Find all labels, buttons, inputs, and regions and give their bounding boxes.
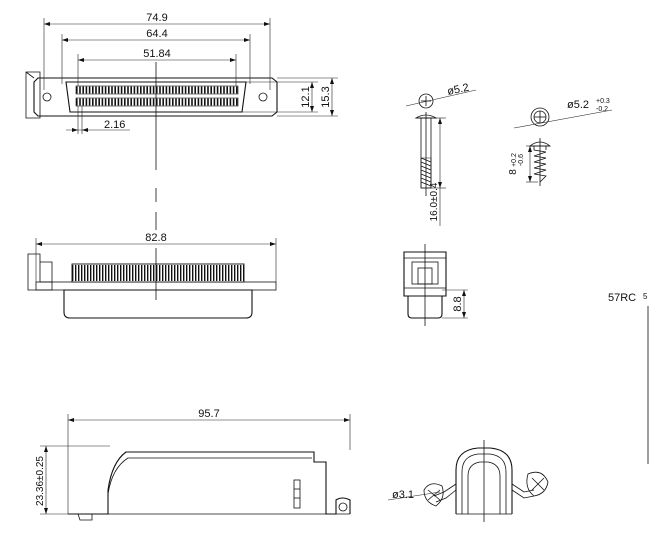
side-bracket [27,253,53,291]
latch-slot [293,479,301,509]
screw-small-dim-length: 16.0±0.4 [429,182,440,221]
dim-line-screw-small-head [405,89,477,107]
end-view: 8.8 [403,244,468,326]
front-dim-shell-height: 12.1 [300,86,312,107]
screw-small-head-top [418,93,434,109]
clip-screw-left [423,483,444,507]
front-dim-flange-height: 15.3 [320,86,332,107]
end-body [403,251,447,297]
latch-view: 95.7 23.36±0.25 [35,408,351,521]
dim-line-clip-hole [387,491,441,501]
front-view: 74.9 64.4 51.84 2.16 12.1 15.3 [25,12,338,230]
dim-line-screw-large-head [513,109,613,129]
latch-hole [338,502,348,512]
screw-large-head-top [530,107,550,127]
screw-large: ø5.2 +0.3 -0.2 8 +0.2 -0.6 [508,98,613,186]
front-mount-hole-right [258,92,268,102]
front-dim-pitch: 2.16 [104,119,125,131]
screw-large-dim-head-tol-lower: -0.2 [596,106,608,113]
side-pin-comb [71,263,245,283]
latch-dim-length: 95.7 [198,408,219,420]
front-mount-hole-left [42,92,52,102]
part-label-suffix: 5 [643,292,648,301]
screw-small-dim-head: ø5.2 [446,82,470,98]
clip-wing-right [511,483,535,493]
clip-wing-left [433,483,457,497]
screw-large-dim-length-tol-upper: +0.2 [511,153,518,167]
side-dim-length: 82.8 [145,232,166,244]
latch-body [68,451,351,515]
screw-small: ø5.2 16.0±0.4 [405,82,477,226]
title-area: 57RC 5 [608,292,649,464]
screw-large-dim-length-tol-lower: -0.6 [518,154,525,166]
side-view: 82.8 [27,232,277,319]
screw-large-dim-head: ø5.2 [567,99,589,111]
front-dim-overall-width: 74.9 [146,12,167,24]
front-flange [33,77,278,117]
side-shell [63,289,253,319]
end-shell [407,295,443,319]
latch-foot [77,513,93,521]
end-dim-height: 8.8 [452,296,464,311]
clip-dim-hole: ø3.1 [392,489,414,501]
clip-view: ø3.1 [387,440,549,522]
screw-large-dim-length: 8 [508,169,519,175]
front-dim-mount-hole-spacing: 64.4 [146,28,167,40]
part-label: 57RC [608,292,636,304]
clip-screw-right [526,471,549,497]
front-contact-rows [75,85,239,107]
latch-dim-height: 23.36±0.25 [35,456,46,506]
screw-large-dim-head-tol-upper: +0.3 [596,98,610,105]
front-left-bracket [25,71,41,119]
front-dim-contact-span: 51.84 [143,48,171,60]
